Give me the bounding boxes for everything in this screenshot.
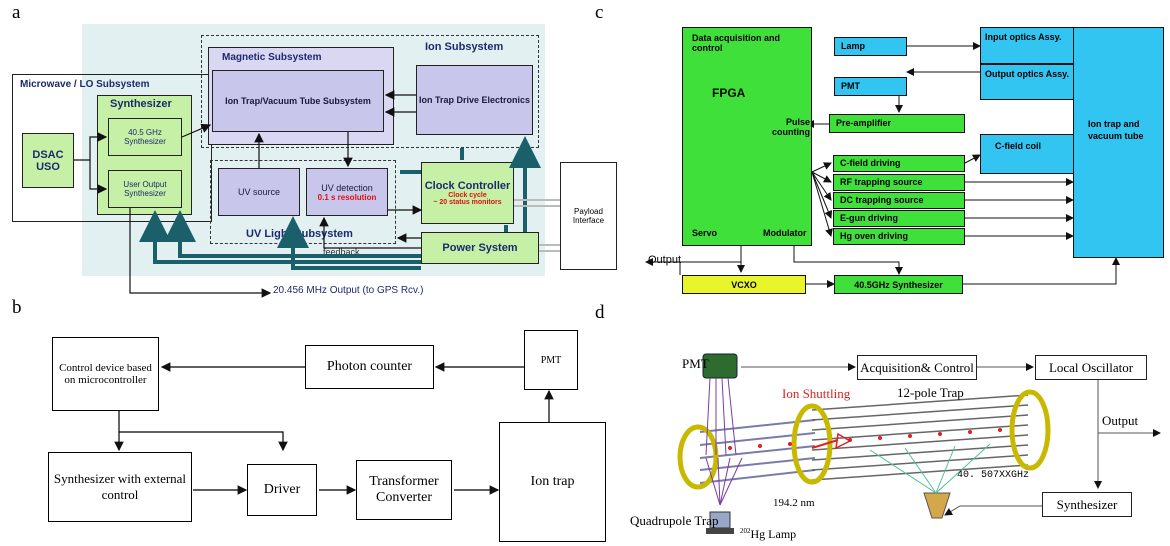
b-photon-box: Photon counter xyxy=(305,345,434,389)
c-fpga-label: FPGA xyxy=(712,86,746,100)
a-uv-detection-label: UV detection xyxy=(321,182,373,193)
a-feedback-label: feedback xyxy=(323,247,360,257)
a-dsac-box: DSAC USO xyxy=(22,133,74,188)
b-pmt-box: PMT xyxy=(524,330,578,390)
c-synth-box: 40.5GHz Synthesizer xyxy=(834,275,963,294)
a-ion-trap-vac-box: Ion Trap/Vacuum Tube Subsystem xyxy=(212,70,384,132)
c-vcxo-box: VCXO xyxy=(682,275,806,294)
d-synth-box: Synthesizer xyxy=(1042,492,1132,517)
c-output-optics-box: Output optics Assy. xyxy=(980,64,1075,100)
a-drive-electronics-box: Ion Trap Drive Electronics xyxy=(416,65,533,135)
a-status-monitors: ~ 20 status monitors xyxy=(433,199,502,206)
a-power-system-box: Power System xyxy=(421,232,539,264)
panel-label-a: a xyxy=(12,2,21,23)
d-acq-box: Acquisition& Control xyxy=(857,355,977,380)
a-uv-resolution: 0.1 s resolution xyxy=(317,192,377,202)
a-clock-controller-label: Clock Controller xyxy=(424,180,511,192)
c-cfield-coil-box: C-field coil xyxy=(980,134,1075,174)
c-hg-box: Hg oven driving xyxy=(833,228,965,245)
panel-label-d: d xyxy=(595,302,605,323)
c-modulator-label: Modulator xyxy=(763,228,807,238)
d-lamp-text: Hg Lamp xyxy=(750,527,797,541)
d-quad-end-ring xyxy=(677,424,719,490)
a-output-label: 20.456 MHz Output (to GPS Rcv.) xyxy=(273,285,424,296)
c-input-optics-box: Input optics Assy. xyxy=(980,27,1075,64)
a-ion-subsystem-title: Ion Subsystem xyxy=(425,41,504,53)
c-iontrap-box: Ion trap and vacuum tube xyxy=(1073,27,1164,258)
a-microwave-box xyxy=(12,74,212,222)
panel-label-c: c xyxy=(595,2,604,23)
d-lamp-sup: 202 xyxy=(740,527,751,535)
b-transformer-box: Transformer Converter xyxy=(356,460,452,520)
c-output-label: Output xyxy=(648,254,682,266)
a-synth-405-box: 40.5 GHz Synthesizer xyxy=(108,118,182,156)
c-cfield-driving-box: C-field driving xyxy=(833,155,965,172)
d-wavelength-label: 194.2 nm xyxy=(773,497,815,509)
a-uv-detection-box: UV detection 0.1 s resolution xyxy=(306,168,388,216)
a-user-output-box: User Output Synthesizer xyxy=(108,170,182,208)
c-rf-box: RF trapping source xyxy=(833,174,965,191)
a-microwave-title: Microwave / LO Subsystem xyxy=(20,79,150,90)
b-synth-box: Synthesizer with external control xyxy=(48,452,192,522)
a-clock-controller-box: Clock Controller Clock cycle ~ 20 status… xyxy=(421,162,514,224)
a-synth-title: Synthesizer xyxy=(110,98,172,110)
c-pulse-label: Pulse counting xyxy=(772,117,810,137)
d-freq-label: 40. 507XXGHz xyxy=(957,470,1030,481)
b-driver-box: Driver xyxy=(247,464,317,516)
c-preamp-box: Pre-amplifier xyxy=(829,114,965,133)
d-lo-box: Local Oscillator xyxy=(1035,355,1147,380)
c-daq-label: Data acquisition and control xyxy=(692,33,781,53)
d-trap12-label: 12-pole Trap xyxy=(897,385,964,400)
c-fpga-box xyxy=(682,27,812,246)
d-pmt-label: PMT xyxy=(682,356,709,371)
c-egun-box: E-gun driving xyxy=(833,210,965,227)
a-ion-subsystem-box xyxy=(201,35,539,148)
c-lamp-box: Lamp xyxy=(834,37,907,56)
c-dc-box: DC trapping source xyxy=(833,192,965,209)
d-shuttling-label: Ion Shuttling xyxy=(782,386,851,401)
d-quad-label: Quadrupole Trap xyxy=(630,513,719,528)
d-output-label: Output xyxy=(1102,413,1139,428)
b-control-box: Control device based on microcontroller xyxy=(52,337,159,411)
a-uv-source-box: UV source xyxy=(218,168,300,216)
d-lamp-label: 202Hg Lamp xyxy=(740,527,796,542)
a-payload-box: Payload Interface xyxy=(560,162,617,270)
c-pmt-box: PMT xyxy=(834,77,907,96)
a-clock-cycle: Clock cycle xyxy=(448,192,487,199)
panel-label-b: b xyxy=(12,297,22,318)
a-magnetic-title: Magnetic Subsystem xyxy=(222,52,322,63)
c-servo-label: Servo xyxy=(692,228,718,238)
b-iontrap-box: Ion trap xyxy=(499,422,606,542)
